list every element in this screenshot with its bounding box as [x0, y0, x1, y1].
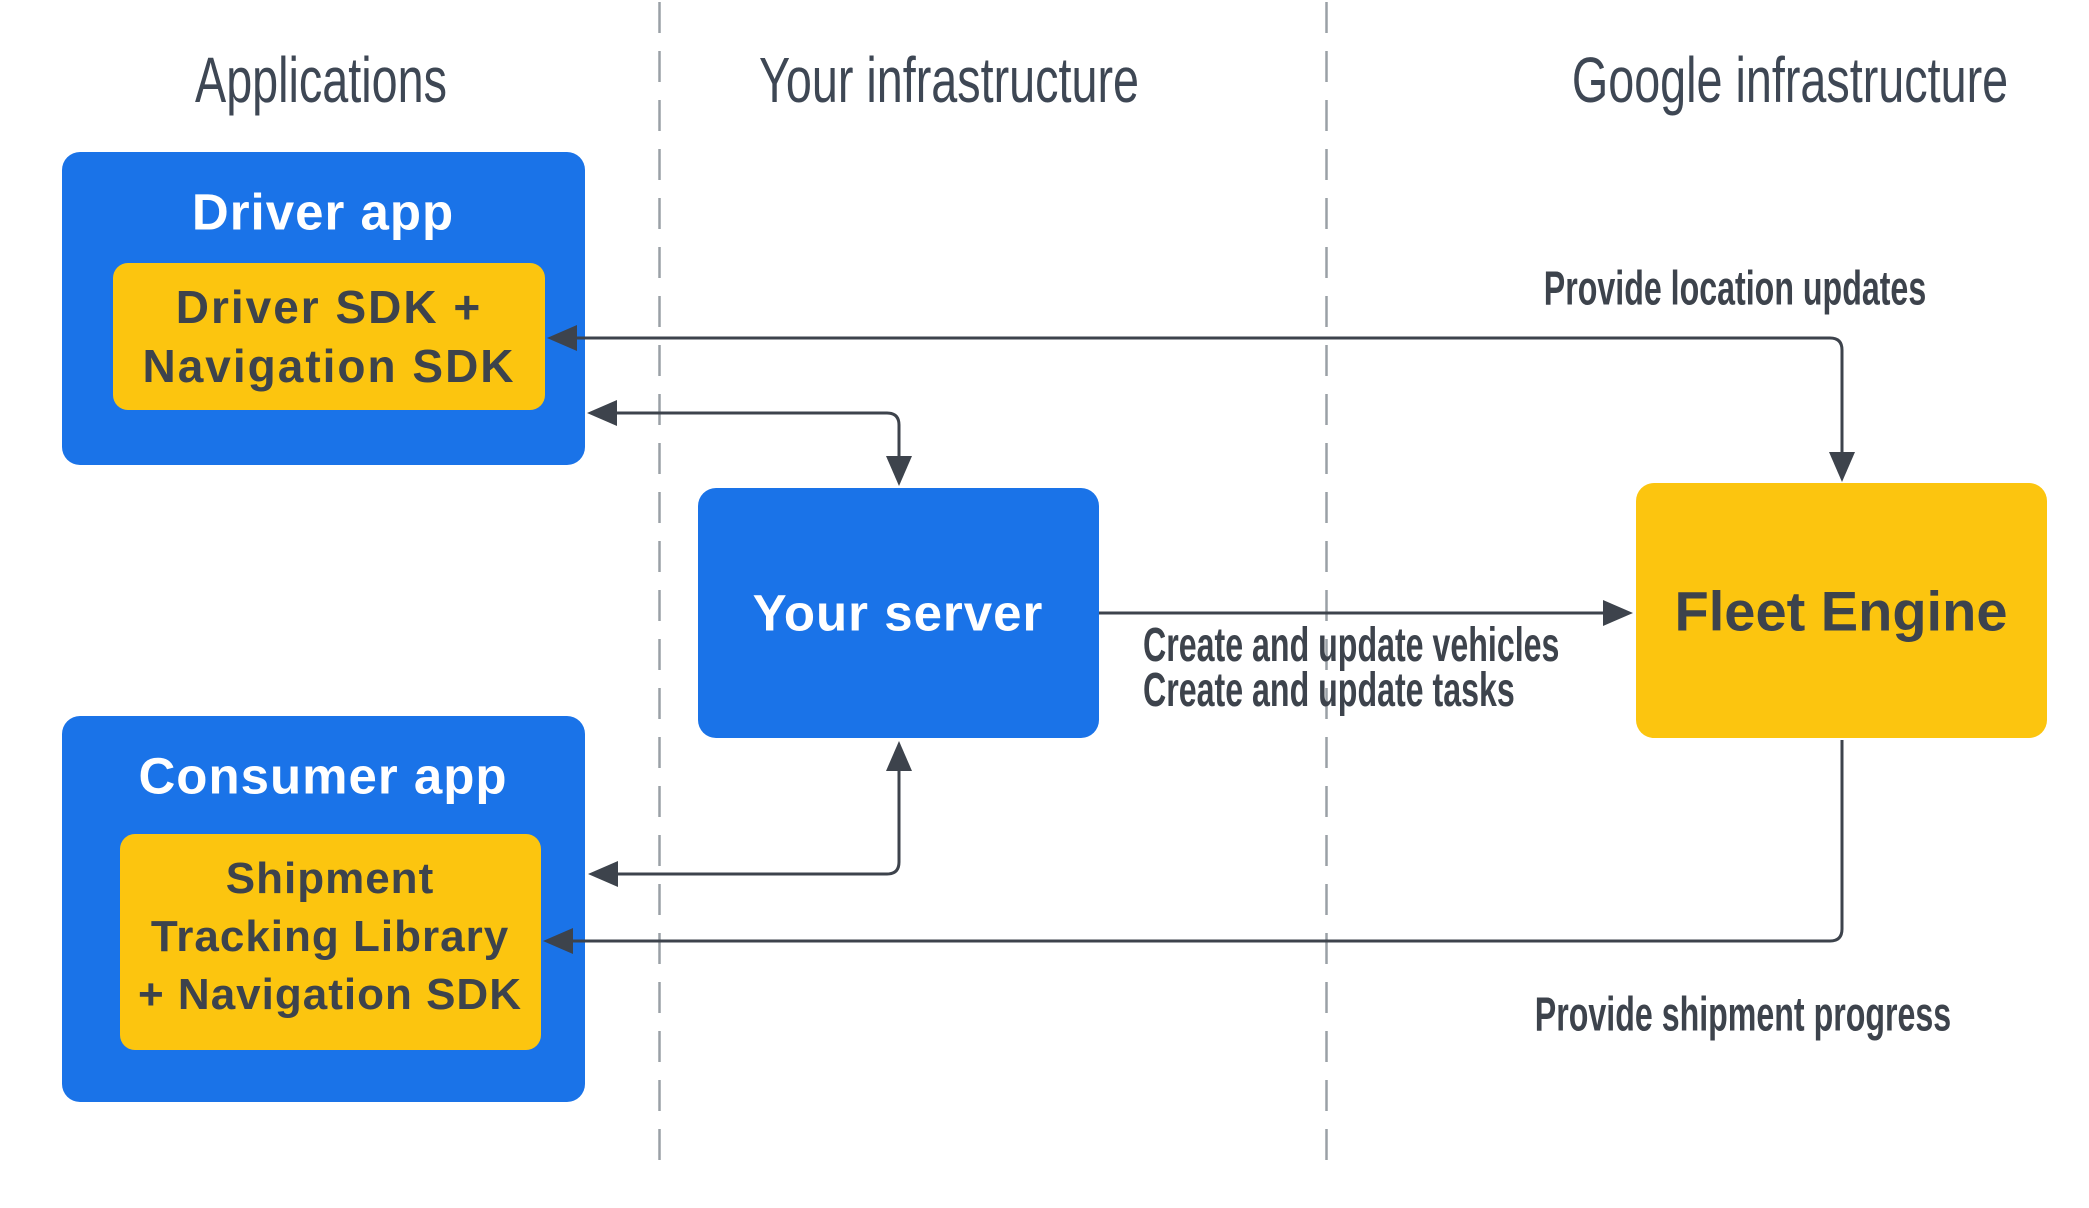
driver-sdk-box: [113, 263, 545, 410]
fleet-engine-title: Fleet Engine: [1674, 579, 2008, 643]
arrowhead-into-fleet-engine-left: [1603, 600, 1633, 626]
column-header-applications: Applications: [148, 43, 493, 117]
consumer-library-label: Shipment Tracking Library + Navigation S…: [138, 850, 522, 1024]
label-provide-location-updates: Provide location updates: [1543, 262, 1927, 316]
arrowhead-into-driver-app: [587, 400, 617, 426]
label-provide-shipment-progress: Provide shipment progress: [1534, 988, 1952, 1042]
column-header-your-infrastructure: Your infrastructure: [689, 43, 1210, 117]
consumer-library-line2: Tracking Library: [150, 912, 510, 961]
arrowhead-into-fleet-engine-top: [1829, 452, 1855, 482]
column-header-your-infrastructure-label: Your infrastructure: [758, 44, 1140, 116]
arrowhead-into-your-server-top: [886, 456, 912, 486]
arrow-provide-shipment-progress: [573, 740, 1844, 943]
column-header-google-infrastructure: Google infrastructure: [1491, 43, 2089, 117]
label-create-and-update: Create and update vehicles Create and up…: [1143, 619, 1765, 717]
label-create-update-vehicles: Create and update vehicles: [1143, 619, 1560, 672]
consumer-app-title: Consumer app: [138, 747, 508, 805]
driver-sdk-line2: Navigation SDK: [142, 340, 516, 392]
fleet-engine-box: [1636, 483, 2047, 738]
consumer-library-box: [120, 834, 541, 1050]
consumer-library-line3: + Navigation SDK: [138, 970, 522, 1019]
arrow-your-server-consumer-app: [618, 771, 901, 876]
arrow-provide-location-updates: [577, 336, 1844, 452]
consumer-library-line1: Shipment: [225, 854, 435, 903]
driver-sdk-label: Driver SDK + Navigation SDK: [142, 278, 515, 396]
your-server-box: [698, 488, 1099, 738]
arrow-driver-app-your-server: [617, 411, 901, 456]
arrowhead-into-consumer-library: [543, 928, 573, 954]
arrowhead-into-driver-sdk: [547, 325, 577, 351]
your-server-title: Your server: [752, 584, 1044, 642]
column-header-applications-label: Applications: [195, 44, 447, 116]
arrowhead-into-consumer-app: [588, 861, 618, 887]
label-create-update-tasks: Create and update tasks: [1143, 664, 1515, 717]
driver-sdk-line1: Driver SDK +: [175, 281, 483, 333]
driver-app-title: Driver app: [191, 183, 455, 241]
arrowhead-into-your-server-bottom: [886, 741, 912, 771]
column-header-google-infrastructure-label: Google infrastructure: [1571, 44, 2009, 116]
